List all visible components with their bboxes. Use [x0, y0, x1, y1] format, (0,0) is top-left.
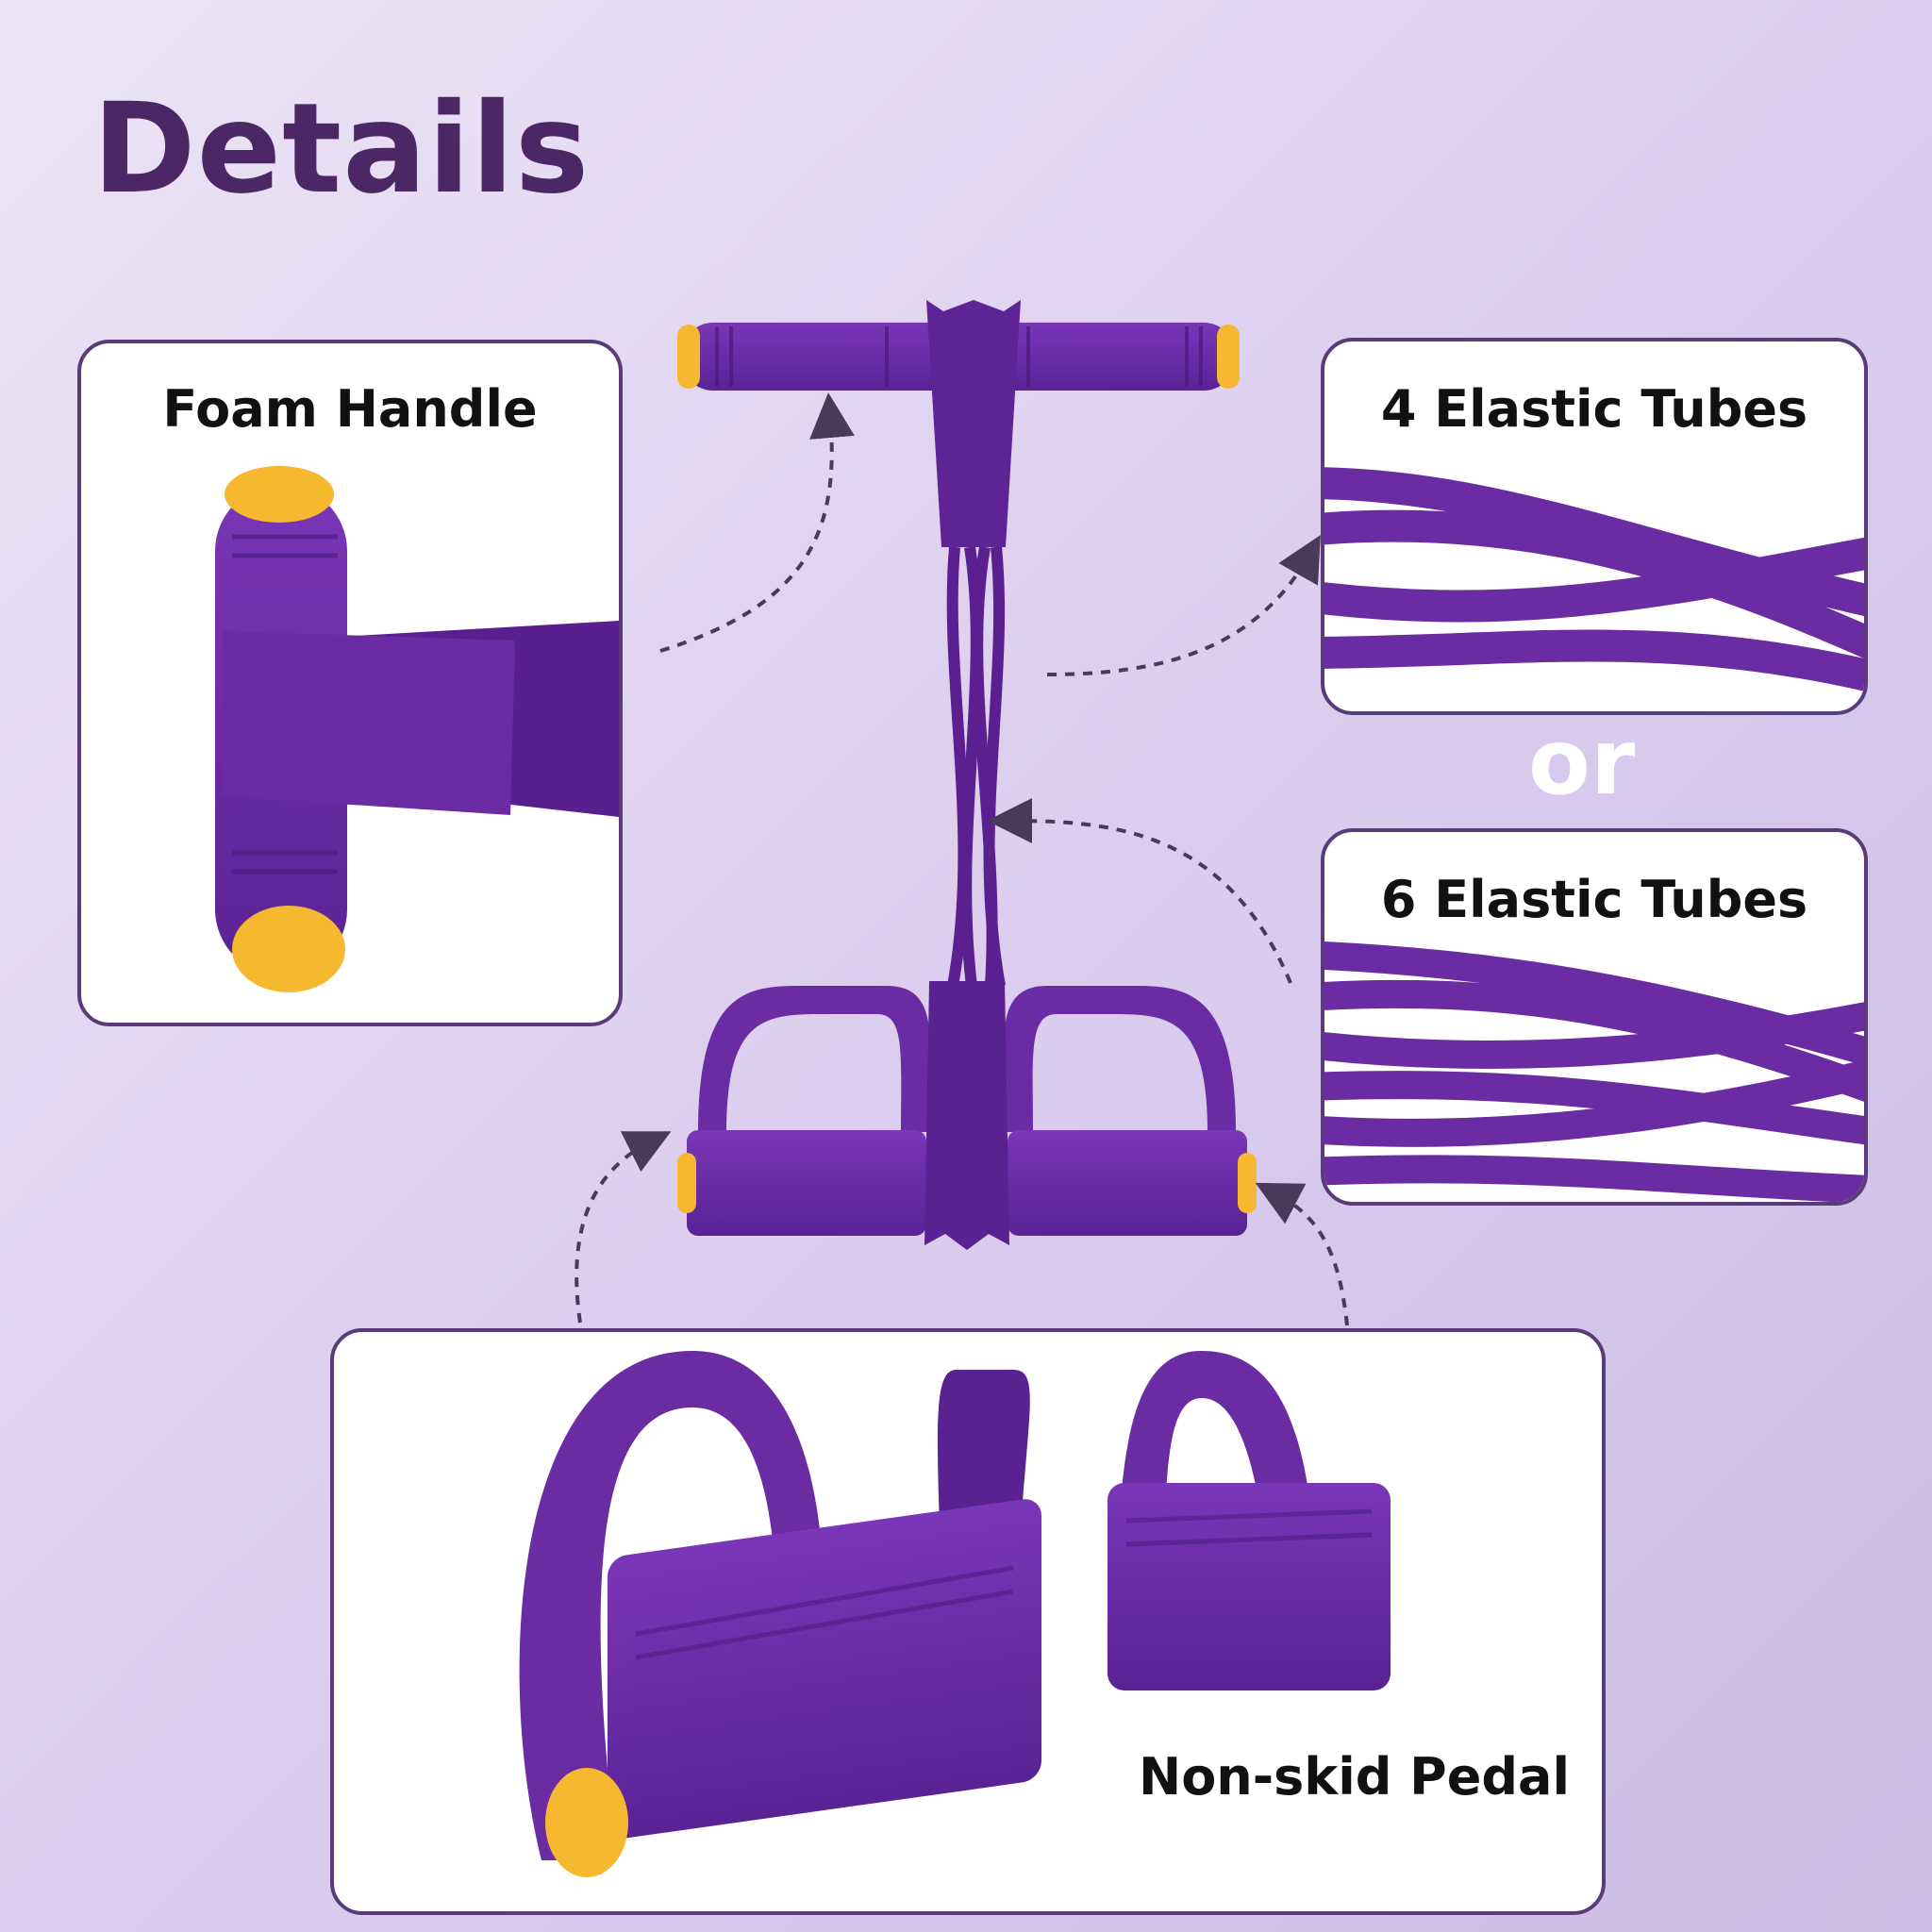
pedal-label: Non-skid Pedal — [1139, 1747, 1570, 1807]
foam-handle-card: Foam Handle — [77, 340, 623, 1026]
foam-handle-label: Foam Handle — [162, 379, 538, 439]
six-tubes-label: 6 Elastic Tubes — [1380, 870, 1808, 929]
six-tubes-card: 6 Elastic Tubes — [1321, 828, 1868, 1206]
six-tubes-closeup — [1324, 941, 1864, 1202]
pedal-card: Non-skid Pedal — [330, 1328, 1606, 1915]
four-tubes-closeup — [1324, 467, 1864, 691]
pedal-assembly — [677, 981, 1257, 1250]
four-tubes-label: 4 Elastic Tubes — [1380, 379, 1808, 439]
pedal-closeup — [519, 1351, 1391, 1877]
foam-handle-closeup — [215, 466, 619, 992]
handle-bar — [677, 300, 1240, 547]
four-tubes-card: 4 Elastic Tubes — [1321, 338, 1868, 715]
dashed-arrow-icon — [575, 392, 1349, 1326]
page-title: Details — [92, 76, 591, 222]
elastic-tubes — [946, 545, 1006, 988]
or-separator: or — [1528, 709, 1636, 815]
